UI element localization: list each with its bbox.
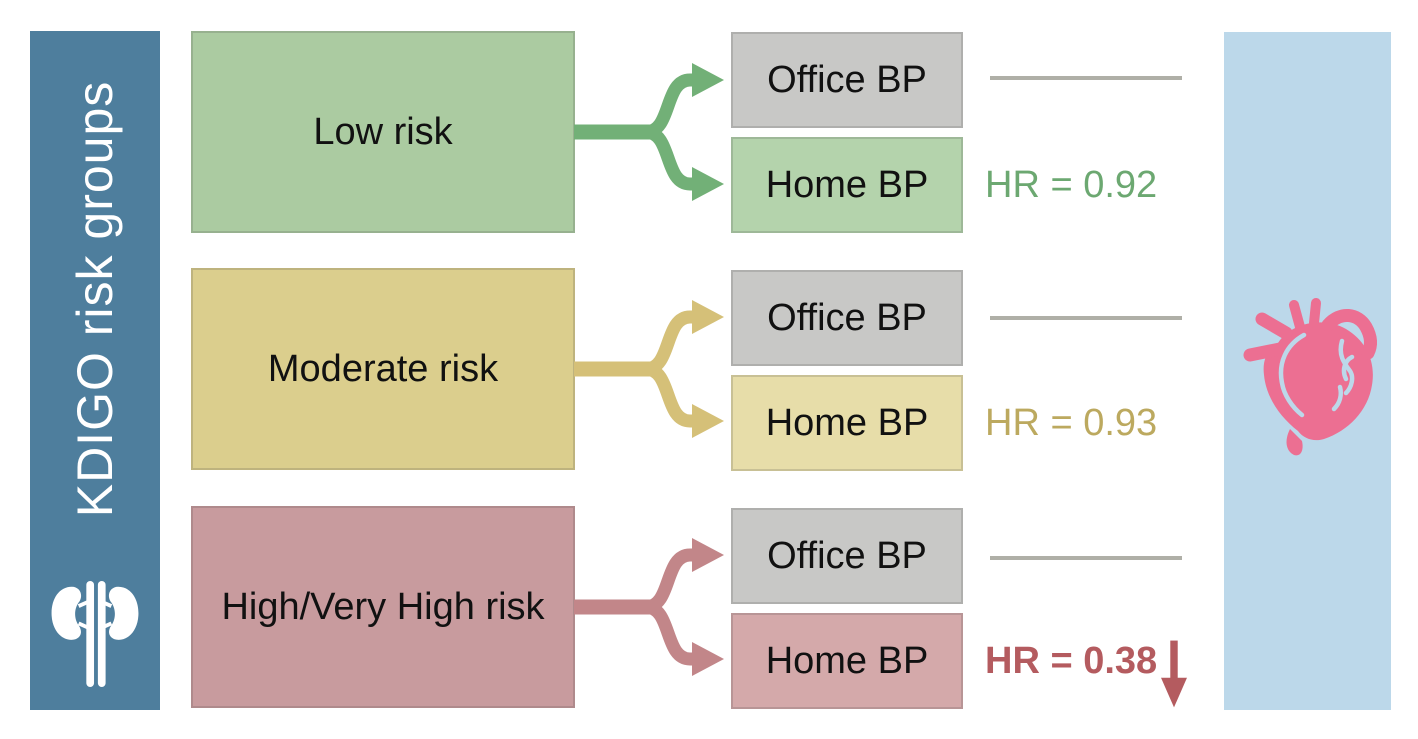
- outcome-panel: [1224, 32, 1391, 710]
- risk-box-moderate-label: Moderate risk: [267, 347, 499, 390]
- home-bp-label: Home BP: [765, 163, 929, 206]
- hr-value-text: HR = 0.92: [985, 163, 1158, 206]
- hr-value: HR = 0.38: [985, 636, 1188, 708]
- office-bp-label: Office BP: [767, 534, 927, 577]
- home-bp-box: Home BP: [731, 375, 963, 471]
- home-bp-label: Home BP: [765, 639, 929, 682]
- kidneys-icon: [51, 581, 139, 687]
- office-reference-line: [990, 76, 1182, 80]
- office-bp-label: Office BP: [767, 296, 927, 339]
- risk-box-low: Low risk: [191, 31, 575, 233]
- hr-value-text: HR = 0.93: [985, 401, 1158, 444]
- office-bp-box: Office BP: [731, 508, 963, 604]
- down-arrow-icon: [1161, 640, 1188, 708]
- hr-value: HR = 0.92: [985, 160, 1157, 210]
- risk-box-high-label: High/Very High risk: [221, 585, 545, 628]
- risk-box-moderate: Moderate risk: [191, 268, 575, 470]
- office-bp-label: Office BP: [767, 58, 927, 101]
- office-reference-line: [990, 556, 1182, 560]
- home-bp-box: Home BP: [731, 613, 963, 709]
- kdigo-bar-label: KDIGO risk groups: [67, 80, 123, 518]
- hr-value: HR = 0.93: [985, 398, 1157, 448]
- home-bp-label: Home BP: [765, 401, 929, 444]
- fork-arrow: [574, 538, 724, 676]
- heart-icon: [1243, 298, 1377, 456]
- kdigo-bar: KDIGO risk groups: [30, 31, 160, 710]
- risk-box-high: High/Very High risk: [191, 506, 575, 708]
- fork-arrow: [574, 300, 724, 438]
- hr-value-text: HR = 0.38: [985, 639, 1158, 682]
- home-bp-box: Home BP: [731, 137, 963, 233]
- fork-arrow: [574, 63, 724, 201]
- risk-box-low-label: Low risk: [313, 110, 453, 153]
- office-reference-line: [990, 316, 1182, 320]
- office-bp-box: Office BP: [731, 270, 963, 366]
- office-bp-box: Office BP: [731, 32, 963, 128]
